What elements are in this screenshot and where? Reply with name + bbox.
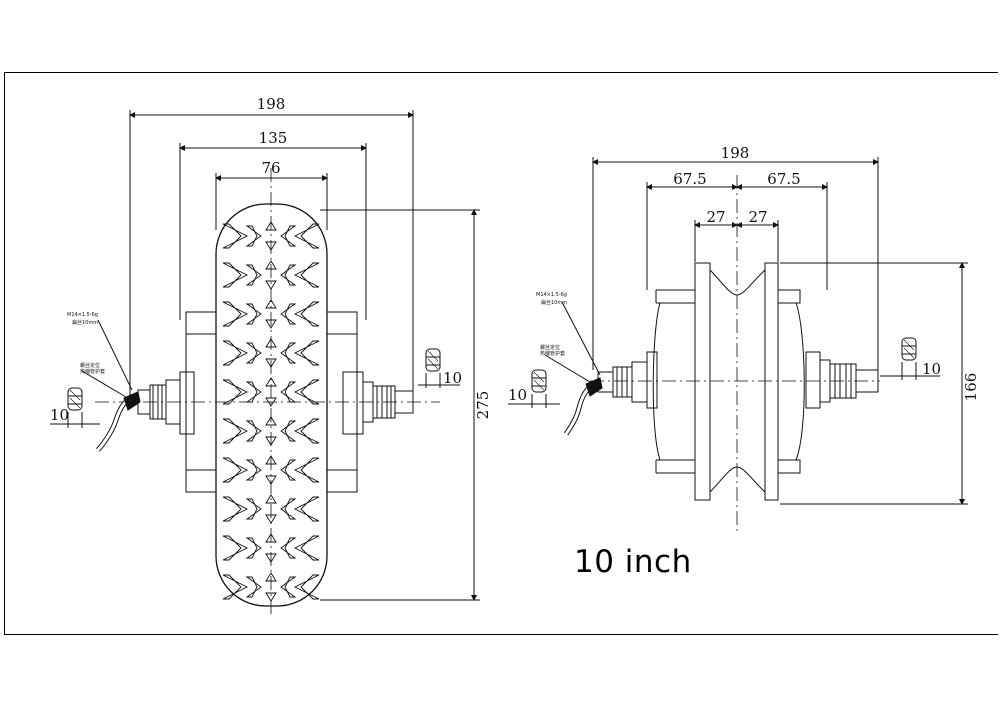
left-dim-middle-width: 135 [259, 129, 288, 147]
tread-triangle [266, 554, 276, 562]
tread-chevron [247, 343, 261, 363]
right-dim-rim-right: 27 [748, 208, 767, 226]
page-title: 10 inch [574, 544, 692, 580]
right-dim-half-right: 67.5 [767, 170, 800, 188]
left-cable-note-2: 热缩管护套 [80, 368, 105, 375]
tread-chevron [295, 341, 319, 365]
tread-chevron [223, 341, 247, 365]
tread-chevron [247, 226, 261, 246]
right-hub-view [508, 157, 968, 535]
left-dim-flat-left: 10 [50, 406, 69, 424]
right-cable-note-2: 热缩管护套 [540, 350, 565, 357]
tread-chevron [281, 343, 295, 363]
tire-tread-pattern [223, 222, 319, 601]
tread-chevron [247, 460, 261, 480]
right-dim-flat-left: 10 [508, 386, 527, 404]
tread-chevron [295, 497, 319, 521]
left-dim-flat-right: 10 [443, 369, 462, 387]
right-dim-overall-width: 198 [721, 144, 750, 162]
tread-triangle [266, 300, 276, 308]
tread-chevron [223, 224, 247, 248]
tread-chevron [223, 575, 247, 599]
tread-triangle [266, 398, 276, 406]
tread-triangle [266, 495, 276, 503]
right-dim-rim-left: 27 [706, 208, 725, 226]
tread-chevron [281, 421, 295, 441]
tread-chevron [223, 536, 247, 560]
tread-triangle [266, 359, 276, 367]
tread-chevron [281, 382, 295, 402]
tread-chevron [281, 460, 295, 480]
right-cable-note: 螺丝定位 [540, 344, 560, 351]
tread-triangle [266, 456, 276, 464]
tread-chevron [295, 263, 319, 287]
tread-chevron [295, 224, 319, 248]
right-thread-note: M14×1.5-6g [536, 292, 567, 298]
tread-chevron [281, 226, 295, 246]
tread-triangle [266, 437, 276, 445]
tread-chevron [247, 538, 261, 558]
tread-chevron [223, 380, 247, 404]
tread-chevron [281, 304, 295, 324]
left-thread-note-2: 扁丝10mm [72, 319, 98, 326]
tread-chevron [247, 499, 261, 519]
left-dim-diameter: 275 [474, 391, 492, 420]
right-dim-flat-right: 10 [922, 360, 941, 378]
tread-chevron [223, 302, 247, 326]
left-dim-tire-width: 76 [261, 159, 280, 177]
tread-triangle [266, 378, 276, 386]
right-dim-diameter: 166 [962, 373, 980, 402]
tread-chevron [295, 575, 319, 599]
tread-triangle [266, 281, 276, 289]
tread-triangle [266, 261, 276, 269]
left-wheel-view [50, 110, 480, 615]
tread-chevron [295, 419, 319, 443]
tread-triangle [266, 339, 276, 347]
drawing-frame [4, 72, 998, 635]
tread-chevron [223, 458, 247, 482]
tread-triangle [266, 573, 276, 581]
tread-chevron [247, 382, 261, 402]
tread-chevron [247, 577, 261, 597]
tread-chevron [247, 265, 261, 285]
left-dim-overall-width: 198 [257, 95, 286, 113]
tread-chevron [281, 538, 295, 558]
tread-triangle [266, 417, 276, 425]
tread-chevron [223, 263, 247, 287]
tread-chevron [281, 499, 295, 519]
tread-chevron [281, 265, 295, 285]
tread-triangle [266, 515, 276, 523]
tread-chevron [281, 577, 295, 597]
tread-triangle [266, 242, 276, 250]
tread-chevron [247, 304, 261, 324]
tread-triangle [266, 534, 276, 542]
tread-chevron [223, 419, 247, 443]
tread-chevron [295, 380, 319, 404]
tread-chevron [295, 536, 319, 560]
tread-triangle [266, 476, 276, 484]
tread-chevron [295, 458, 319, 482]
tread-chevron [247, 421, 261, 441]
right-dim-half-left: 67.5 [673, 170, 706, 188]
tread-triangle [266, 320, 276, 328]
tread-chevron [223, 497, 247, 521]
tread-triangle [266, 593, 276, 601]
right-thread-note-2: 扁丝10mm [541, 299, 567, 306]
left-thread-note: M14×1.5-6g [67, 312, 98, 318]
tread-triangle [266, 222, 276, 230]
left-cable-note: 螺丝定位 [80, 362, 100, 369]
tread-chevron [295, 302, 319, 326]
